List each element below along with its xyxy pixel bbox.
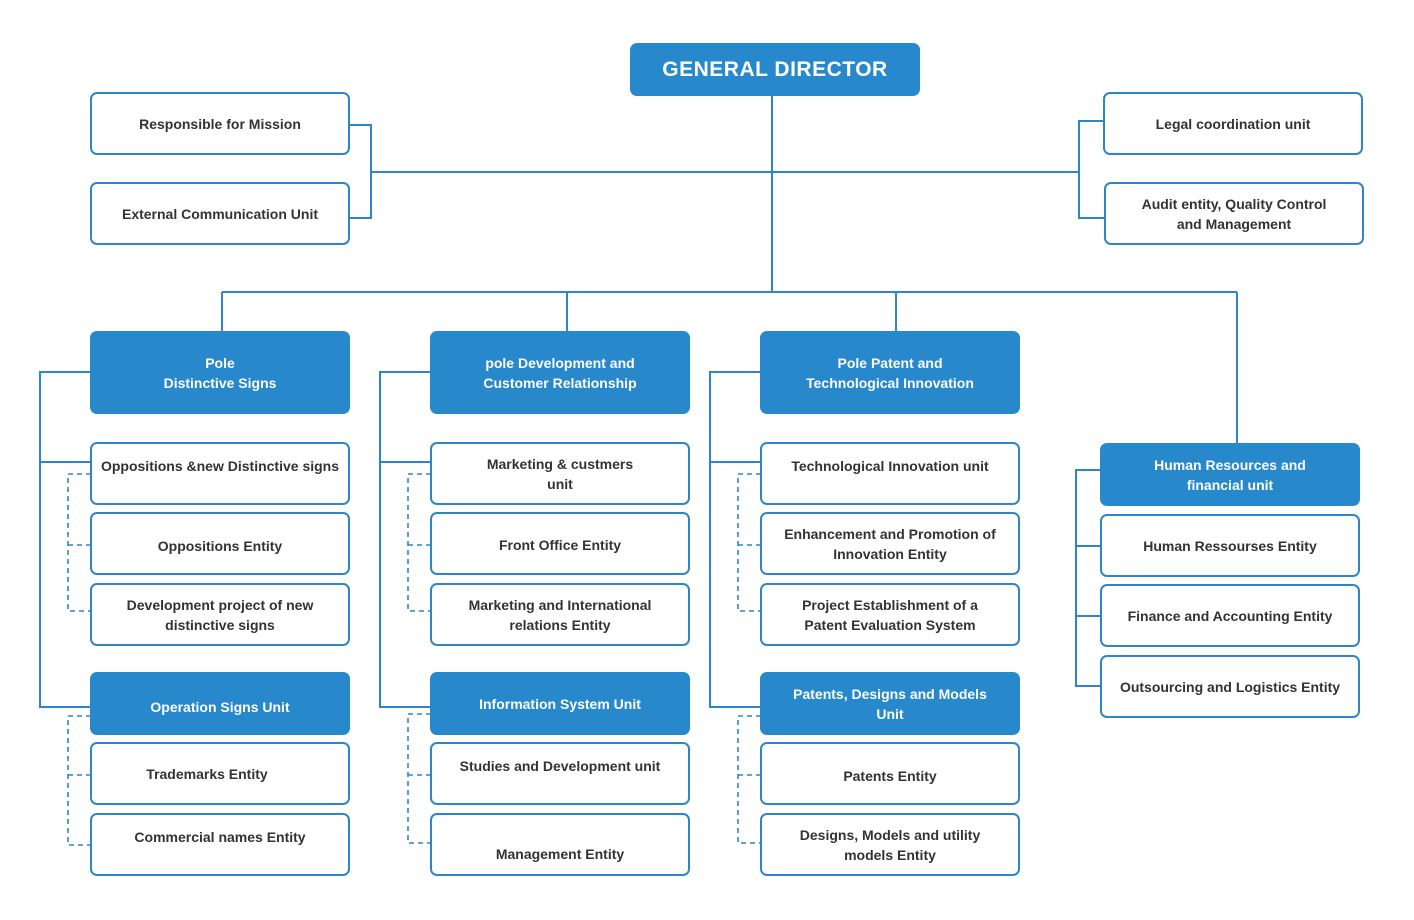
management-entity-box: Management Entity — [430, 813, 690, 876]
development-project-box: Development project of new distinctive s… — [90, 583, 350, 646]
connector-staff-left — [349, 124, 372, 219]
designs-models-utility-box: Designs, Models and utility models Entit… — [760, 813, 1020, 876]
pole-patent-box: Pole Patent and Technological Innovation — [760, 331, 1020, 414]
patents-designs-models-unit-box: Patents, Designs and Models Unit — [760, 672, 1020, 735]
commercial-names-entity-box: Commercial names Entity — [90, 813, 350, 876]
front-office-entity-box: Front Office Entity — [430, 512, 690, 575]
marketing-customers-unit-box: Marketing & custmers unit — [430, 442, 690, 505]
dashed-connector-pole-1b — [67, 715, 91, 846]
marketing-international-box: Marketing and International relations En… — [430, 583, 690, 646]
information-system-unit-box: Information System Unit — [430, 672, 690, 735]
connector-pole-2-left — [379, 371, 431, 708]
pole-development-box: pole Development and Customer Relationsh… — [430, 331, 690, 414]
patent-evaluation-system-box: Project Establishment of a Patent Evalua… — [760, 583, 1020, 646]
patents-entity-box: Patents Entity — [760, 742, 1020, 805]
studies-development-unit-box: Studies and Development unit — [430, 742, 690, 805]
dashed-connector-pole-2b — [407, 713, 431, 844]
trademarks-entity-box: Trademarks Entity — [90, 742, 350, 805]
dashed-connector-pole-2a — [407, 473, 431, 612]
dashed-connector-pole-3b — [737, 715, 761, 844]
general-director-box: GENERAL DIRECTOR — [630, 43, 920, 96]
connector-pole-1-left — [39, 371, 91, 708]
legal-coordination-box: Legal coordination unit — [1103, 92, 1363, 155]
connector-pole-3-left — [709, 371, 761, 708]
oppositions-new-signs-box: Oppositions &new Distinctive signs — [90, 442, 350, 505]
external-communication-box: External Communication Unit — [90, 182, 350, 245]
dashed-connector-pole-3a — [737, 473, 761, 612]
technological-innovation-unit-box: Technological Innovation unit — [760, 442, 1020, 505]
responsible-for-mission-box: Responsible for Mission — [90, 92, 350, 155]
human-ressourses-entity-box: Human Ressourses Entity — [1100, 514, 1360, 577]
outsourcing-logistics-entity-box: Outsourcing and Logistics Entity — [1100, 655, 1360, 718]
connector-hr-left — [1075, 469, 1101, 687]
audit-entity-box: Audit entity, Quality Control and Manage… — [1104, 182, 1364, 245]
connector-staff-right — [1078, 120, 1104, 219]
hr-financial-unit-box: Human Resources and financial unit — [1100, 443, 1360, 506]
enhancement-promotion-box: Enhancement and Promotion of Innovation … — [760, 512, 1020, 575]
pole-distinctive-signs-box: Pole Distinctive Signs — [90, 331, 350, 414]
finance-accounting-entity-box: Finance and Accounting Entity — [1100, 584, 1360, 647]
operation-signs-unit-box: Operation Signs Unit — [90, 672, 350, 735]
oppositions-entity-box: Oppositions Entity — [90, 512, 350, 575]
dashed-connector-pole-1a — [67, 473, 91, 612]
